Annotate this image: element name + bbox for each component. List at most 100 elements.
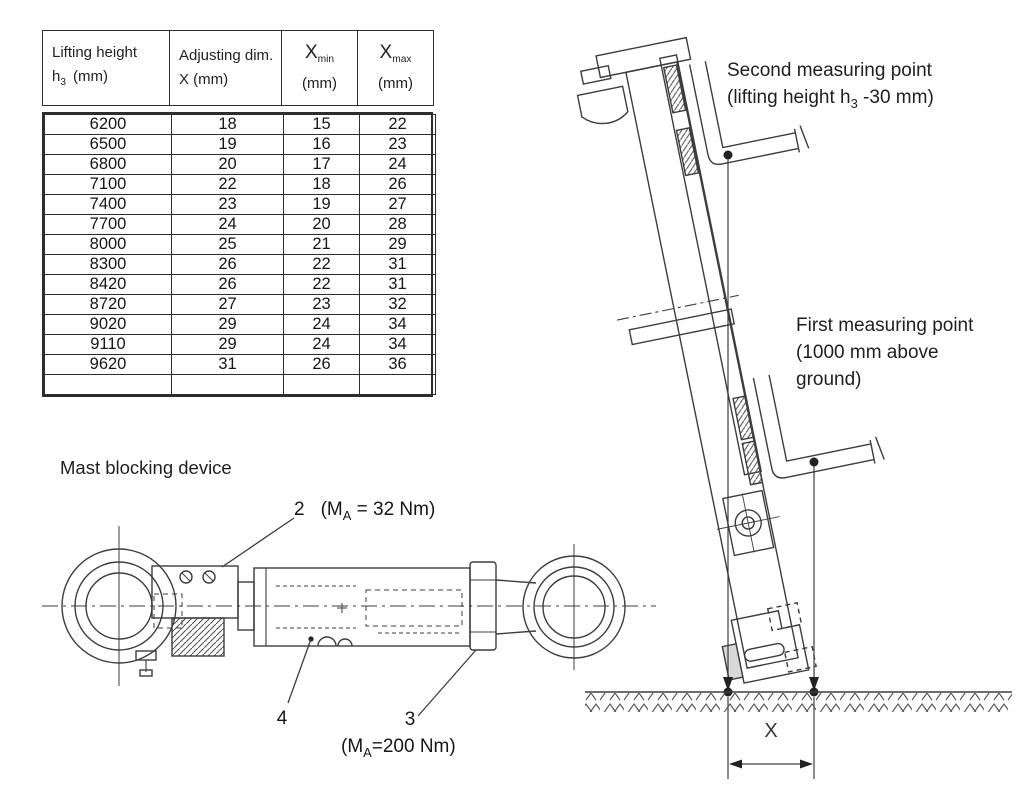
part-label-3: 3 xyxy=(404,709,416,730)
table-cell: 26 xyxy=(283,354,360,375)
table-cell: 9110 xyxy=(44,334,172,355)
table-cell: 7400 xyxy=(44,194,172,215)
mast-roller xyxy=(675,126,700,177)
table-cell xyxy=(44,374,172,395)
table-cell: 31 xyxy=(359,274,436,295)
first-point-line1: First measuring point xyxy=(796,315,974,336)
table-header: Lifting height h3(mm) Adjusting dim. X (… xyxy=(42,30,434,106)
first-point-line2: (1000 mm above xyxy=(796,342,939,363)
bleed-fitting-foot xyxy=(139,669,153,677)
tube-hidden-rect xyxy=(365,589,463,627)
table-cell: 31 xyxy=(359,254,436,275)
table-cell: 20 xyxy=(171,154,284,175)
part-label-4: 4 xyxy=(276,708,288,729)
table-cell: 15 xyxy=(283,114,360,135)
table-cell: 28 xyxy=(359,214,436,235)
upper-fork-tip-tick xyxy=(799,125,810,149)
tilted-mast xyxy=(576,36,885,684)
table-cell: 29 xyxy=(359,234,436,255)
weld-bump xyxy=(337,638,353,647)
table-cell: 31 xyxy=(171,354,284,375)
ground-hatch xyxy=(585,693,1012,712)
table-cell: 22 xyxy=(283,254,360,275)
first-measuring-point-note: First measuring point (1000 mm above gro… xyxy=(796,312,973,393)
second-measuring-point-note: Second measuring point (lifting height h… xyxy=(727,57,934,117)
table-cell: 23 xyxy=(171,194,284,215)
table-cell: 24 xyxy=(359,154,436,175)
device-title: Mast blocking device xyxy=(60,457,232,478)
table-cell xyxy=(283,374,360,395)
table-cell: 22 xyxy=(359,114,436,135)
mast-outer-channel xyxy=(625,61,799,669)
table-cell: 6200 xyxy=(44,114,172,135)
table-cell: 26 xyxy=(171,254,284,275)
arrow-down-left xyxy=(723,677,733,691)
mast-roller xyxy=(732,395,755,441)
torque-label-2: (MA = 32 Nm) xyxy=(320,499,436,523)
table-cell: 8720 xyxy=(44,294,172,315)
mast-diagram xyxy=(576,36,1012,779)
first-measuring-point-dot xyxy=(809,457,819,467)
chain-guide-shoe xyxy=(576,85,629,125)
table-cell: 19 xyxy=(283,194,360,215)
table-cell xyxy=(359,374,436,395)
clamp-bolt xyxy=(179,570,193,584)
table-cell: 16 xyxy=(283,134,360,155)
table-cell: 34 xyxy=(359,334,436,355)
table-cell: 6500 xyxy=(44,134,172,155)
clamp-hatch xyxy=(171,617,225,657)
table-row xyxy=(44,374,436,395)
table-cell: 22 xyxy=(171,174,284,195)
label-2-group: 2(MA = 32 Nm) xyxy=(294,496,435,529)
torque-label-3: (MA=200 Nm) xyxy=(341,736,456,760)
table-cell: 34 xyxy=(359,314,436,335)
table-cell: 24 xyxy=(283,334,360,355)
lock-nut xyxy=(469,561,497,651)
table-cell: 22 xyxy=(283,274,360,295)
table-cell: 26 xyxy=(359,174,436,195)
table-cell: 8300 xyxy=(44,254,172,275)
mast-roller xyxy=(741,440,764,486)
upper-fork-inner xyxy=(704,61,796,149)
table-cell: 20 xyxy=(283,214,360,235)
mast-break-line xyxy=(617,294,739,321)
table-cell: 7700 xyxy=(44,214,172,235)
chain-anchor xyxy=(579,64,612,85)
center-mark xyxy=(337,603,347,613)
header-x-min: Xmin (mm) xyxy=(281,30,358,106)
table-cell: 29 xyxy=(171,314,284,335)
table-cell: 9020 xyxy=(44,314,172,335)
mast-flange xyxy=(628,308,736,346)
table-cell: 25 xyxy=(171,234,284,255)
cylinder-tube xyxy=(253,567,471,647)
lower-fork-inner xyxy=(768,374,872,462)
table-cell: 19 xyxy=(171,134,284,155)
leader-label-2 xyxy=(221,517,295,568)
mast-head-bar xyxy=(595,36,692,79)
adjustment-table: Lifting height h3(mm) Adjusting dim. X (… xyxy=(42,30,436,397)
clamp-bolt xyxy=(202,570,216,584)
mast-roller xyxy=(662,64,687,114)
mast-foot-hidden-1 xyxy=(766,602,803,632)
first-point-line3: ground) xyxy=(796,369,862,390)
table-cell: 17 xyxy=(283,154,360,175)
header-adjusting-dim: Adjusting dim. X (mm) xyxy=(169,30,282,106)
table-cell: 27 xyxy=(171,294,284,315)
clamp-bolt-slot xyxy=(181,572,191,582)
table-cell: 6800 xyxy=(44,154,172,175)
table-cell: 8000 xyxy=(44,234,172,255)
